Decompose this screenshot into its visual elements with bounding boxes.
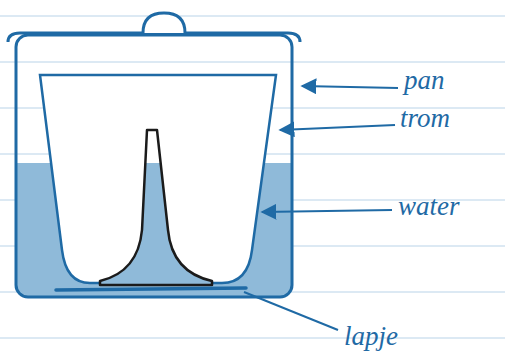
lid-knob (143, 13, 185, 33)
ruled-line (0, 16, 505, 17)
lapje-cloth (56, 288, 246, 290)
leader-arrow (280, 125, 395, 130)
ruled-line (0, 338, 505, 339)
ruled-lines (0, 16, 505, 338)
lid (8, 33, 300, 42)
part-label: water (398, 193, 460, 220)
leader-line (244, 292, 338, 330)
part-label: trom (400, 105, 450, 132)
ruled-line (0, 62, 505, 63)
cone-outline (100, 130, 212, 285)
part-label: lapje (344, 323, 398, 350)
pan-outline (16, 35, 292, 297)
part-label: pan (404, 67, 445, 94)
leader-arrow (262, 210, 392, 212)
leader-arrow (302, 86, 398, 88)
